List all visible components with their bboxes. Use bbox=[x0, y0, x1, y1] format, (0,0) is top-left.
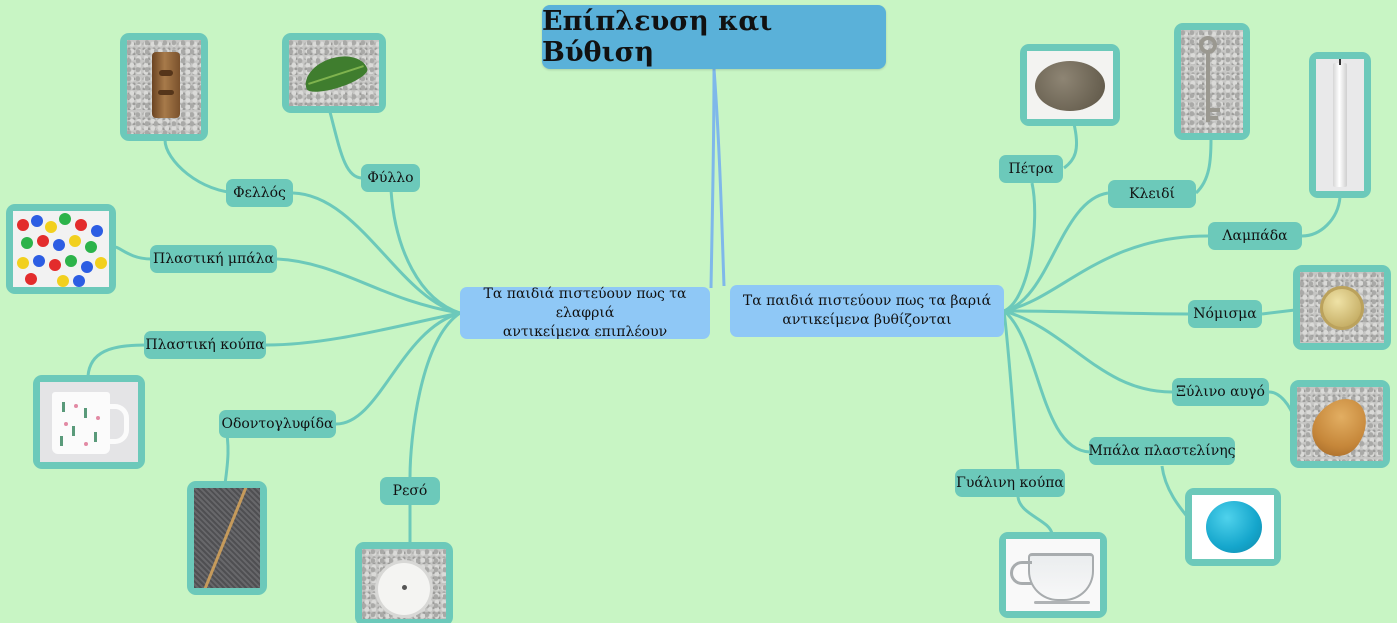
leaf-coin[interactable]: Νόμισμα bbox=[1188, 300, 1262, 328]
branch-sink[interactable]: Τα παιδιά πιστεύουν πως τα βαριά αντικείμ… bbox=[730, 285, 1004, 337]
leaf-cork[interactable]: Φελλός bbox=[226, 179, 293, 207]
plastic-balls-image[interactable] bbox=[6, 204, 116, 294]
leaf-wooden-egg[interactable]: Ξύλινο αυγό bbox=[1172, 378, 1269, 406]
wooden-egg-image[interactable] bbox=[1290, 380, 1390, 468]
coin-image[interactable] bbox=[1293, 265, 1391, 350]
plastic-mug-image[interactable] bbox=[33, 375, 145, 469]
leaf-toothpick[interactable]: Οδοντογλυφίδα bbox=[219, 410, 336, 438]
leaf-key[interactable]: Κλειδί bbox=[1108, 180, 1196, 208]
plasticine-ball-image[interactable] bbox=[1185, 488, 1281, 566]
leaf-candle[interactable]: Λαμπάδα bbox=[1208, 222, 1302, 250]
branch-sink-line2: αντικείμενα βυθίζονται bbox=[782, 312, 952, 328]
leaf-image[interactable] bbox=[282, 33, 386, 113]
glass-cup-image[interactable] bbox=[999, 532, 1107, 618]
cork-image[interactable] bbox=[120, 33, 208, 141]
leaf-plastic-mug[interactable]: Πλαστική κούπα bbox=[144, 331, 266, 359]
toothpick-image[interactable] bbox=[187, 481, 267, 595]
branch-float-line1: Τα παιδιά πιστεύουν πως τα ελαφριά bbox=[483, 285, 687, 321]
map-title[interactable]: Επίπλευση και Βύθιση bbox=[542, 5, 886, 69]
leaf-plastic-ball[interactable]: Πλαστική μπάλα bbox=[150, 245, 277, 273]
branch-sink-line1: Τα παιδιά πιστεύουν πως τα βαριά bbox=[742, 293, 992, 309]
leaf-stone[interactable]: Πέτρα bbox=[999, 155, 1063, 183]
stone-image[interactable] bbox=[1020, 44, 1120, 126]
leaf-tealight[interactable]: Ρεσό bbox=[380, 477, 440, 505]
candle-image[interactable] bbox=[1309, 52, 1371, 198]
branch-float-line2: αντικείμενα επιπλέουν bbox=[502, 323, 668, 340]
leaf-leaf[interactable]: Φύλλο bbox=[361, 164, 420, 192]
branch-float[interactable]: Τα παιδιά πιστεύουν πως τα ελαφριά αντικε… bbox=[460, 285, 710, 340]
leaf-plasticine-ball[interactable]: Μπάλα πλαστελίνης bbox=[1089, 437, 1235, 465]
tealight-image[interactable] bbox=[355, 542, 453, 623]
leaf-glass-cup[interactable]: Γυάλινη κούπα bbox=[955, 469, 1065, 497]
key-image[interactable] bbox=[1174, 23, 1250, 140]
